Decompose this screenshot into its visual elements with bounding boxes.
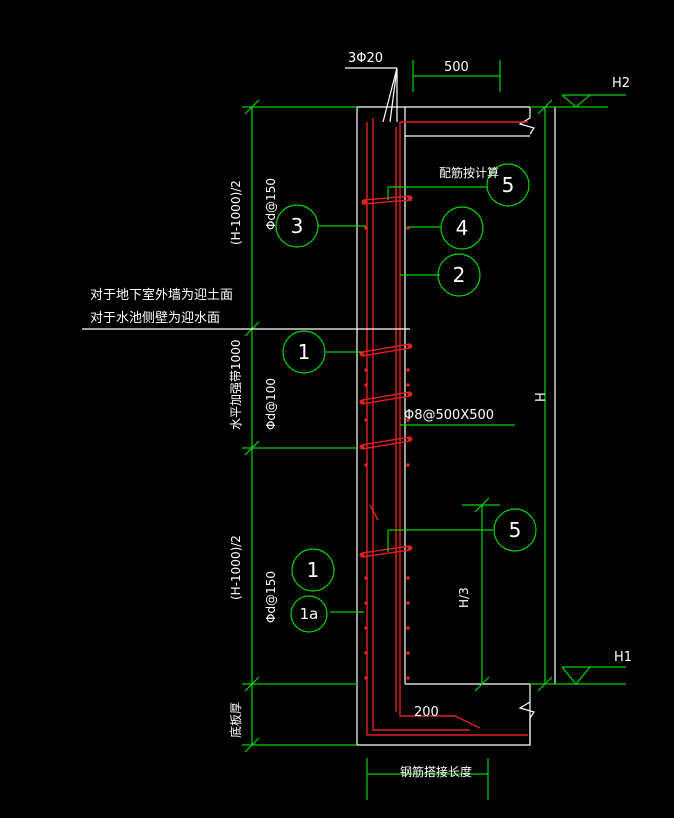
- h-third-label: H/3: [457, 587, 471, 608]
- horizontal-bar-dots: [364, 226, 410, 680]
- svg-text:1: 1: [298, 340, 311, 364]
- top-dimension: 500: [412, 60, 501, 92]
- callout-3: [275, 204, 319, 248]
- top-bars-leader: 3Φ20: [345, 51, 398, 123]
- anchor-length-dimension: 钢筋搭接长度: [366, 758, 489, 800]
- svg-text:1: 1: [307, 558, 320, 582]
- anchor-length-label: 钢筋搭接长度: [400, 764, 472, 779]
- svg-text:5: 5: [509, 518, 522, 542]
- elevation-bottom-label: H1: [614, 650, 632, 665]
- left-dim-lower-label: (H-1000)/2: [229, 535, 243, 600]
- bottom-200-label: 200: [414, 705, 439, 720]
- h-third-dimension: H/3: [457, 497, 500, 692]
- slab-thickness-label: 底板厚: [228, 702, 243, 738]
- rebar-layout: [359, 118, 528, 736]
- lower-spacing-label: Φd@150: [264, 571, 278, 623]
- concrete-outline: [356, 106, 556, 746]
- callout-1a: [290, 595, 328, 633]
- callouts: 5 配筋按计算 3 4 2 1 5 1 1a: [275, 163, 537, 633]
- elevation-bottom: H1: [530, 650, 632, 685]
- upper-spacing-label: Φd@150: [264, 178, 278, 230]
- callout-5-top: [486, 163, 530, 207]
- elevation-top-label: H2: [612, 76, 630, 91]
- rebar-calc-label: 配筋按计算: [439, 165, 499, 180]
- callout-2: [437, 253, 481, 297]
- callout-4: [440, 206, 484, 250]
- face-note: 对于地下室外墙为迎土面 对于水池侧壁为迎水面: [82, 287, 410, 330]
- tie-spacing-label: Φ8@500X500: [404, 408, 494, 423]
- left-dim-upper-label: (H-1000)/2: [229, 180, 243, 245]
- top-dimension-label: 500: [444, 60, 469, 75]
- face-note-line2: 对于水池侧壁为迎水面: [90, 311, 220, 326]
- svg-text:1a: 1a: [300, 605, 319, 623]
- top-bars-label: 3Φ20: [348, 51, 383, 66]
- callout-1-low: [291, 548, 335, 592]
- face-note-line1: 对于地下室外墙为迎土面: [90, 287, 233, 303]
- mid-spacing-label: Φd@100: [264, 378, 278, 430]
- callout-1-mid: [282, 330, 326, 374]
- svg-text:5: 5: [502, 173, 515, 197]
- elevation-top: H2: [530, 76, 630, 108]
- svg-text:3: 3: [291, 214, 304, 238]
- svg-text:2: 2: [453, 263, 466, 287]
- callout-5-low: [493, 508, 537, 552]
- left-dimension-chain: (H-1000)/2 Φd@150 水平加强带1000 Φd@100 (H-10…: [228, 99, 357, 753]
- height-label: H: [534, 392, 549, 402]
- height-dimension: H: [534, 99, 553, 692]
- svg-text:4: 4: [456, 216, 469, 240]
- mid-band-label: 水平加强带1000: [229, 339, 243, 430]
- tie-spacing: Φ8@500X500: [400, 408, 515, 426]
